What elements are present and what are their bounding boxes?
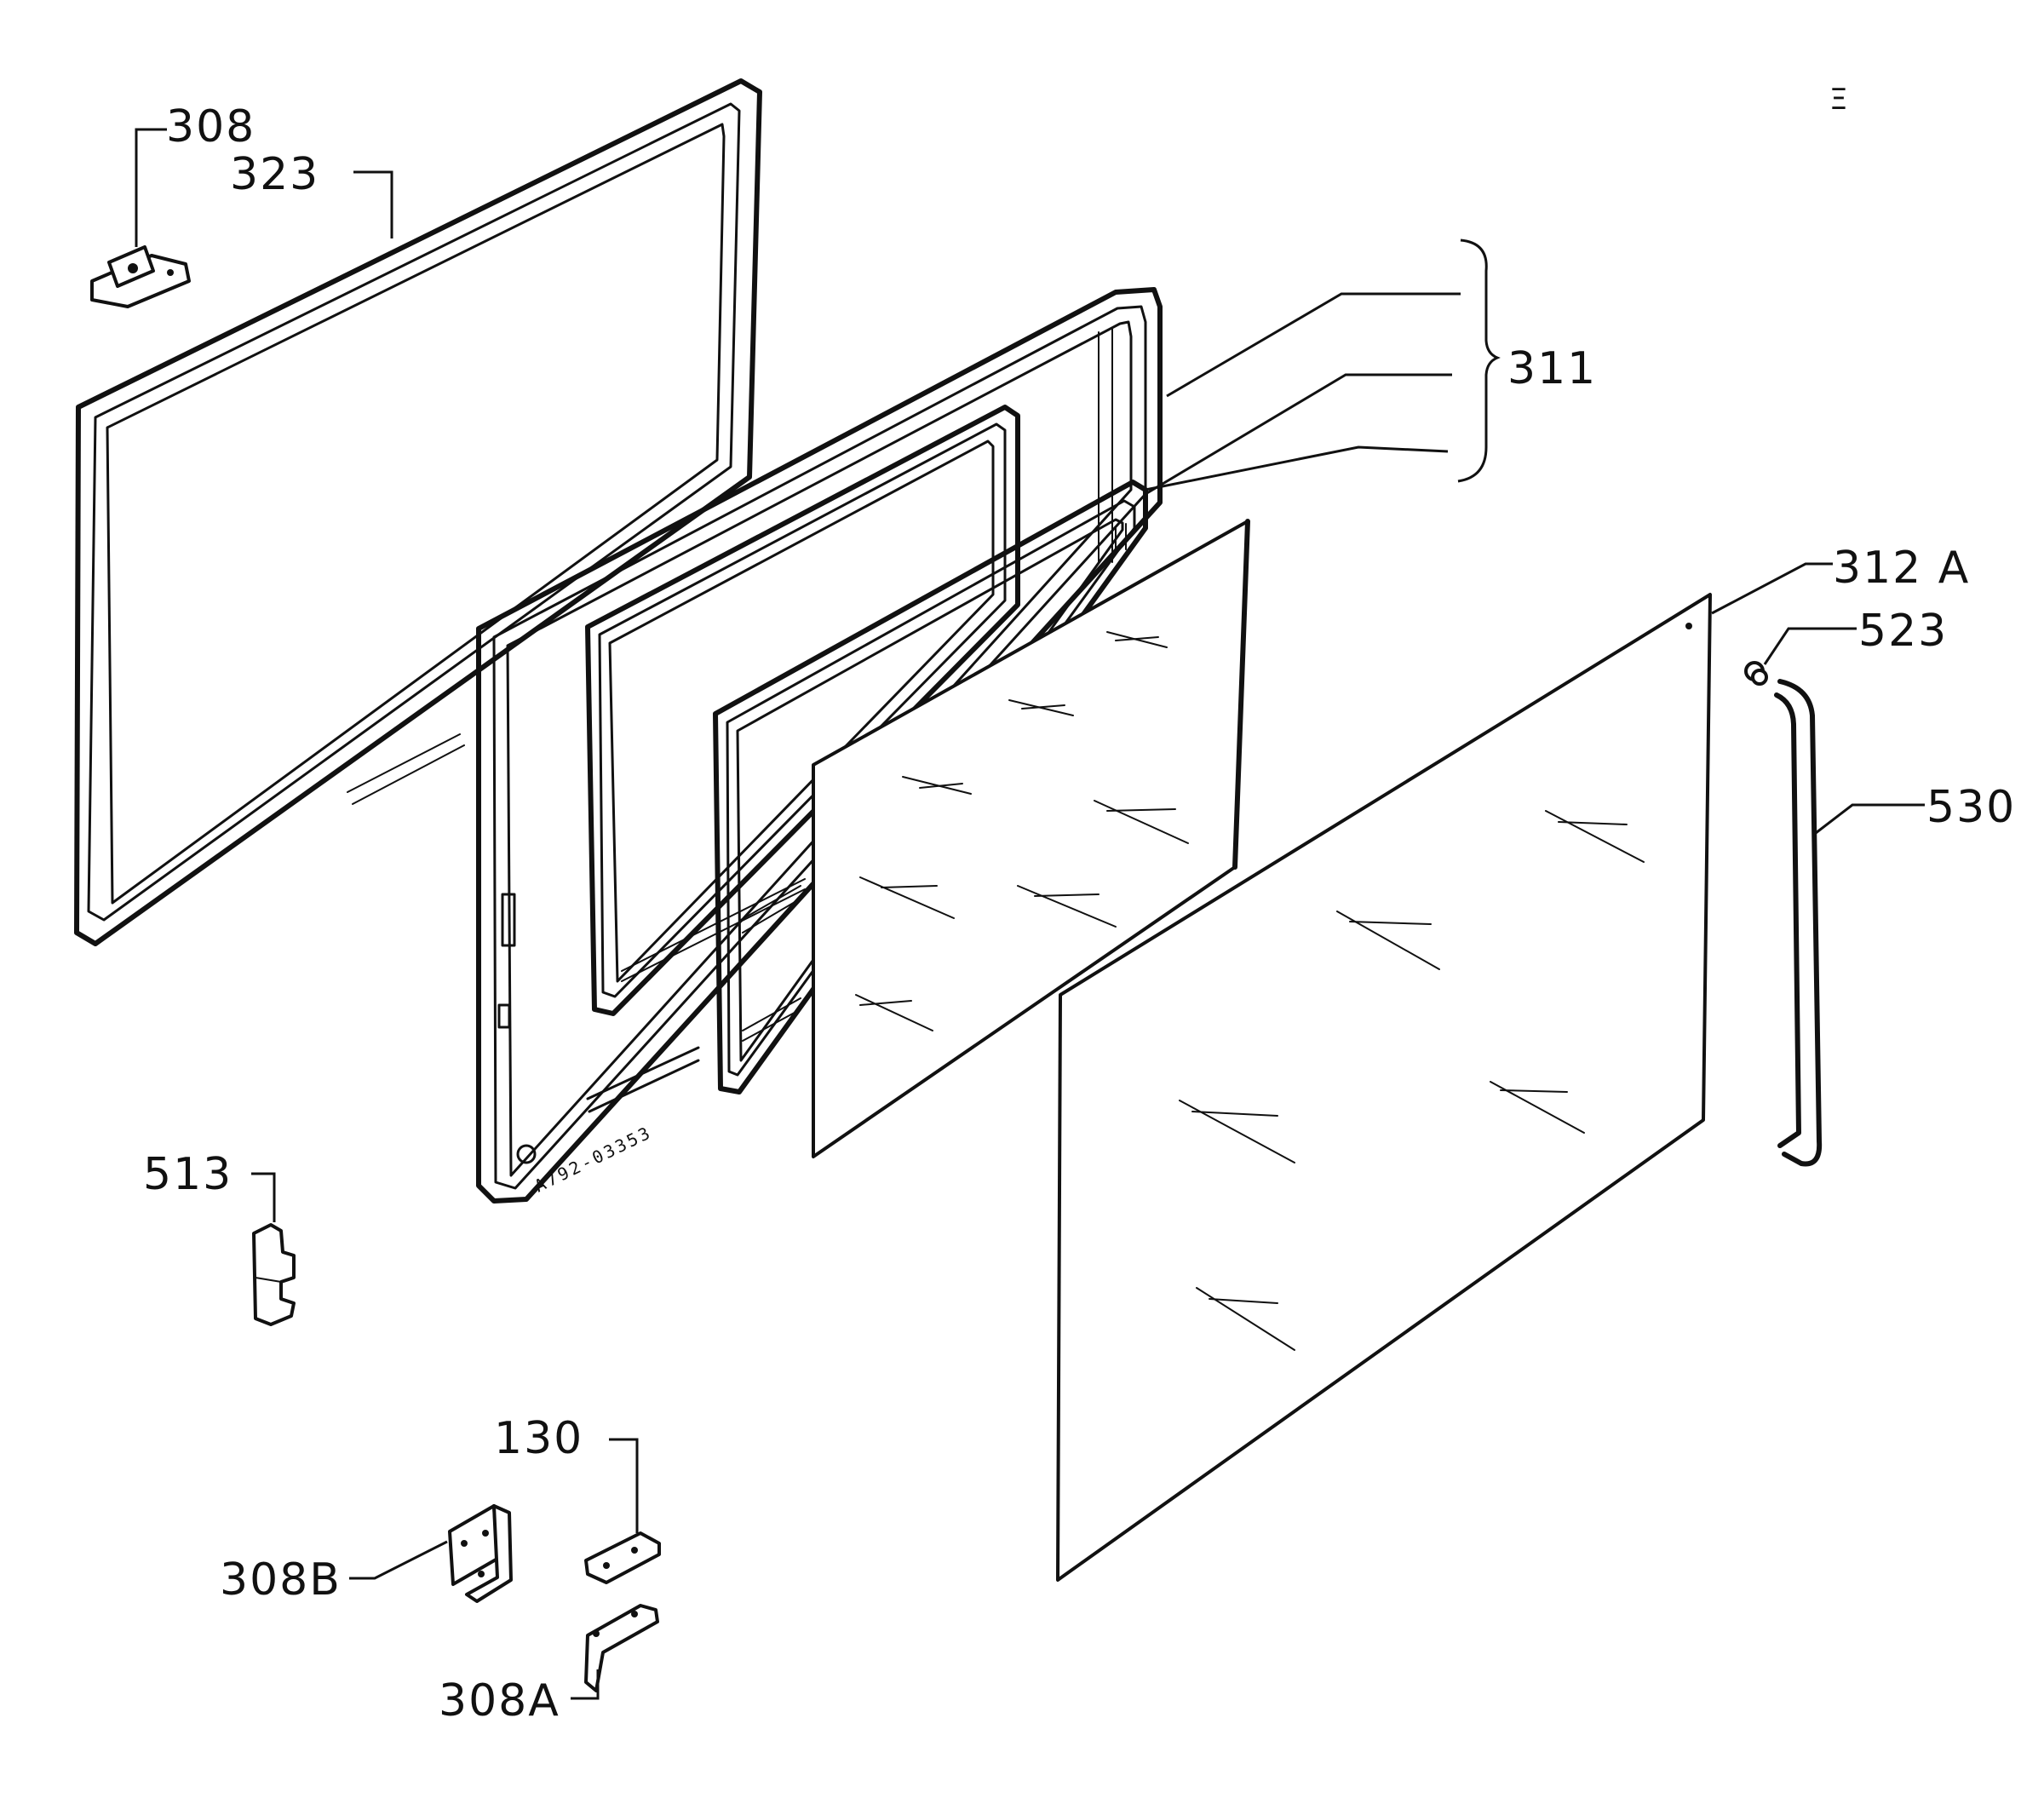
middle-glass-panel	[812, 519, 1250, 1158]
label-323: 323	[230, 149, 319, 200]
label-530: 530	[1926, 782, 2016, 833]
leader-lines	[135, 128, 1925, 1700]
plate-130	[584, 1531, 661, 1584]
label-308: 308	[166, 101, 256, 152]
label-130: 130	[494, 1413, 583, 1464]
latch-513	[252, 1223, 296, 1326]
inner-gasket-1	[585, 405, 1020, 1016]
hinge-308	[90, 245, 191, 308]
hinge-plate-308a	[584, 1604, 659, 1692]
handle-530	[1774, 679, 1823, 1167]
label-308b: 308B	[220, 1554, 342, 1606]
bracket-308b	[448, 1504, 513, 1603]
label-308a: 308A	[439, 1675, 560, 1726]
label-513: 513	[143, 1149, 233, 1200]
screw-523	[1744, 661, 1768, 686]
outer-glass-panel-312a	[1056, 593, 1712, 1582]
inner-gasket-2	[713, 480, 1148, 1094]
label-311: 311	[1507, 343, 1597, 394]
label-312a: 312 A	[1833, 543, 1970, 594]
label-523: 523	[1858, 606, 1948, 657]
gasket-frame-323	[74, 78, 762, 946]
corner-mark: Ξ	[1829, 83, 1849, 117]
